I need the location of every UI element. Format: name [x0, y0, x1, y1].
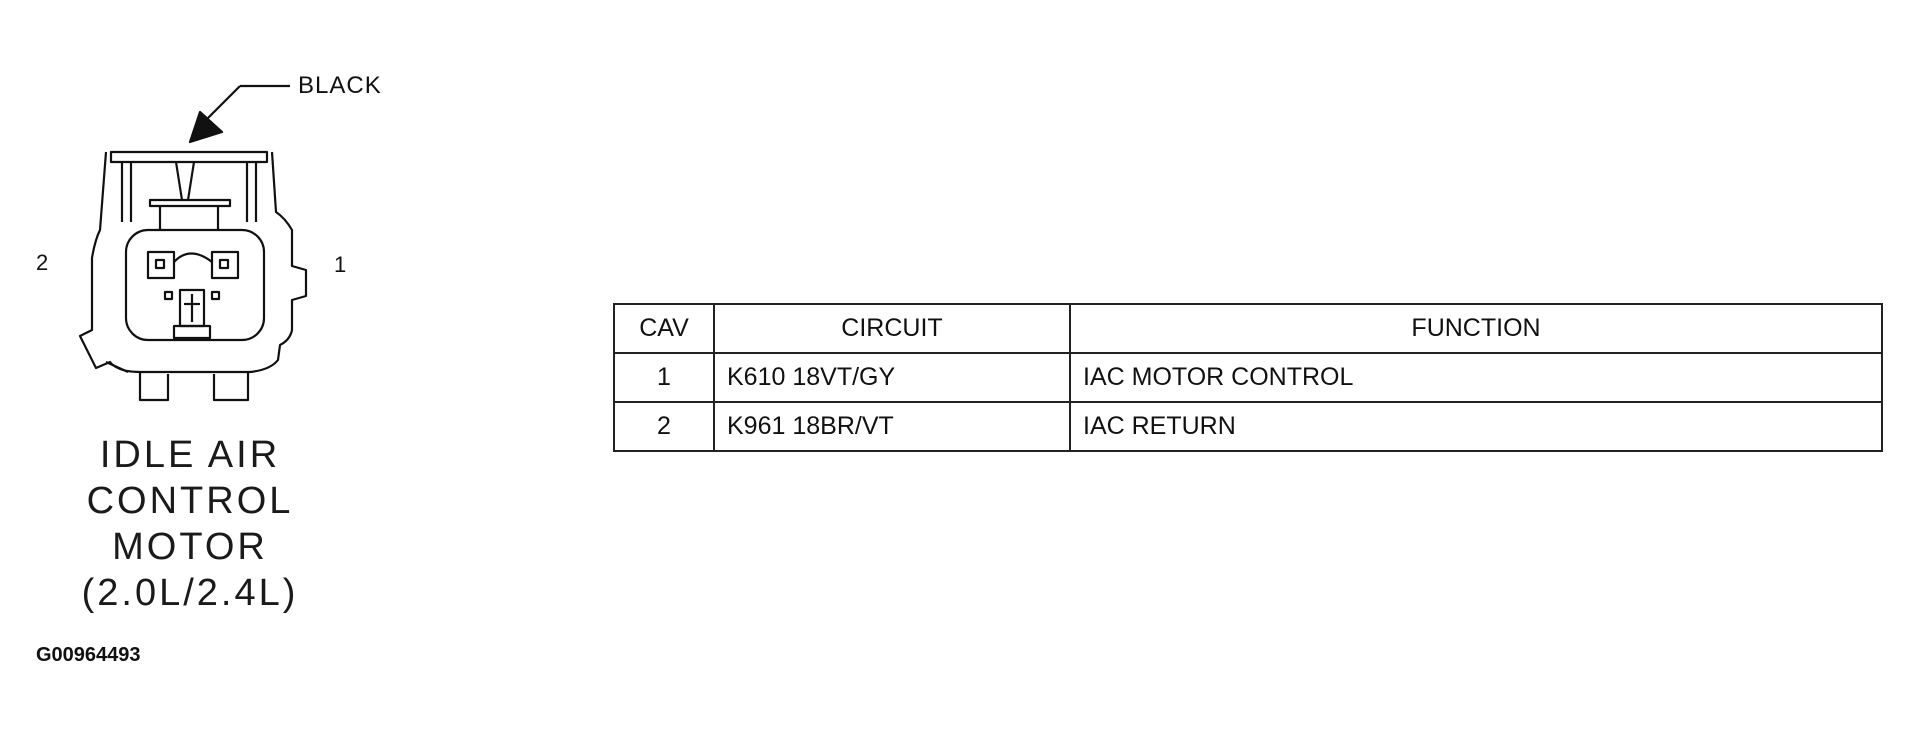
cell-circuit: K961 18BR/VT — [713, 401, 1071, 452]
connector-latch — [109, 150, 269, 230]
cell-function: IAC RETURN — [1069, 401, 1883, 452]
pin-1-label: 1 — [334, 252, 347, 277]
cell-function: IAC MOTOR CONTROL — [1069, 352, 1883, 403]
header-function: FUNCTION — [1069, 303, 1883, 354]
table-row: 1 K610 18VT/GY IAC MOTOR CONTROL — [613, 352, 1883, 403]
pinout-table: CAV CIRCUIT FUNCTION 1 K610 18VT/GY IAC … — [613, 303, 1883, 452]
cell-circuit: K610 18VT/GY — [713, 352, 1071, 403]
connector-key — [163, 288, 221, 340]
color-callout-arrow — [188, 84, 290, 144]
terminal-cavity-2 — [146, 250, 176, 280]
pin-2-label: 2 — [36, 250, 49, 275]
connector-housing — [78, 151, 308, 402]
component-name-line: (2.0L/2.4L) — [81, 572, 299, 614]
terminal-cavity-1 — [210, 250, 240, 280]
figure-id: G00964493 — [36, 644, 141, 666]
table-header-row: CAV CIRCUIT FUNCTION — [613, 303, 1883, 354]
header-circuit: CIRCUIT — [713, 303, 1071, 354]
component-name-line: MOTOR — [112, 526, 268, 568]
cell-cav: 2 — [613, 401, 715, 452]
table-row: 2 K961 18BR/VT IAC RETURN — [613, 401, 1883, 452]
cell-cav: 1 — [613, 352, 715, 403]
header-cav: CAV — [613, 303, 715, 354]
component-name-line: CONTROL — [86, 480, 294, 522]
component-name-line: IDLE AIR — [99, 434, 281, 476]
component-name: IDLE AIR CONTROL MOTOR (2.0L/2.4L) — [70, 432, 310, 616]
connector-color-label: BLACK — [298, 72, 382, 99]
